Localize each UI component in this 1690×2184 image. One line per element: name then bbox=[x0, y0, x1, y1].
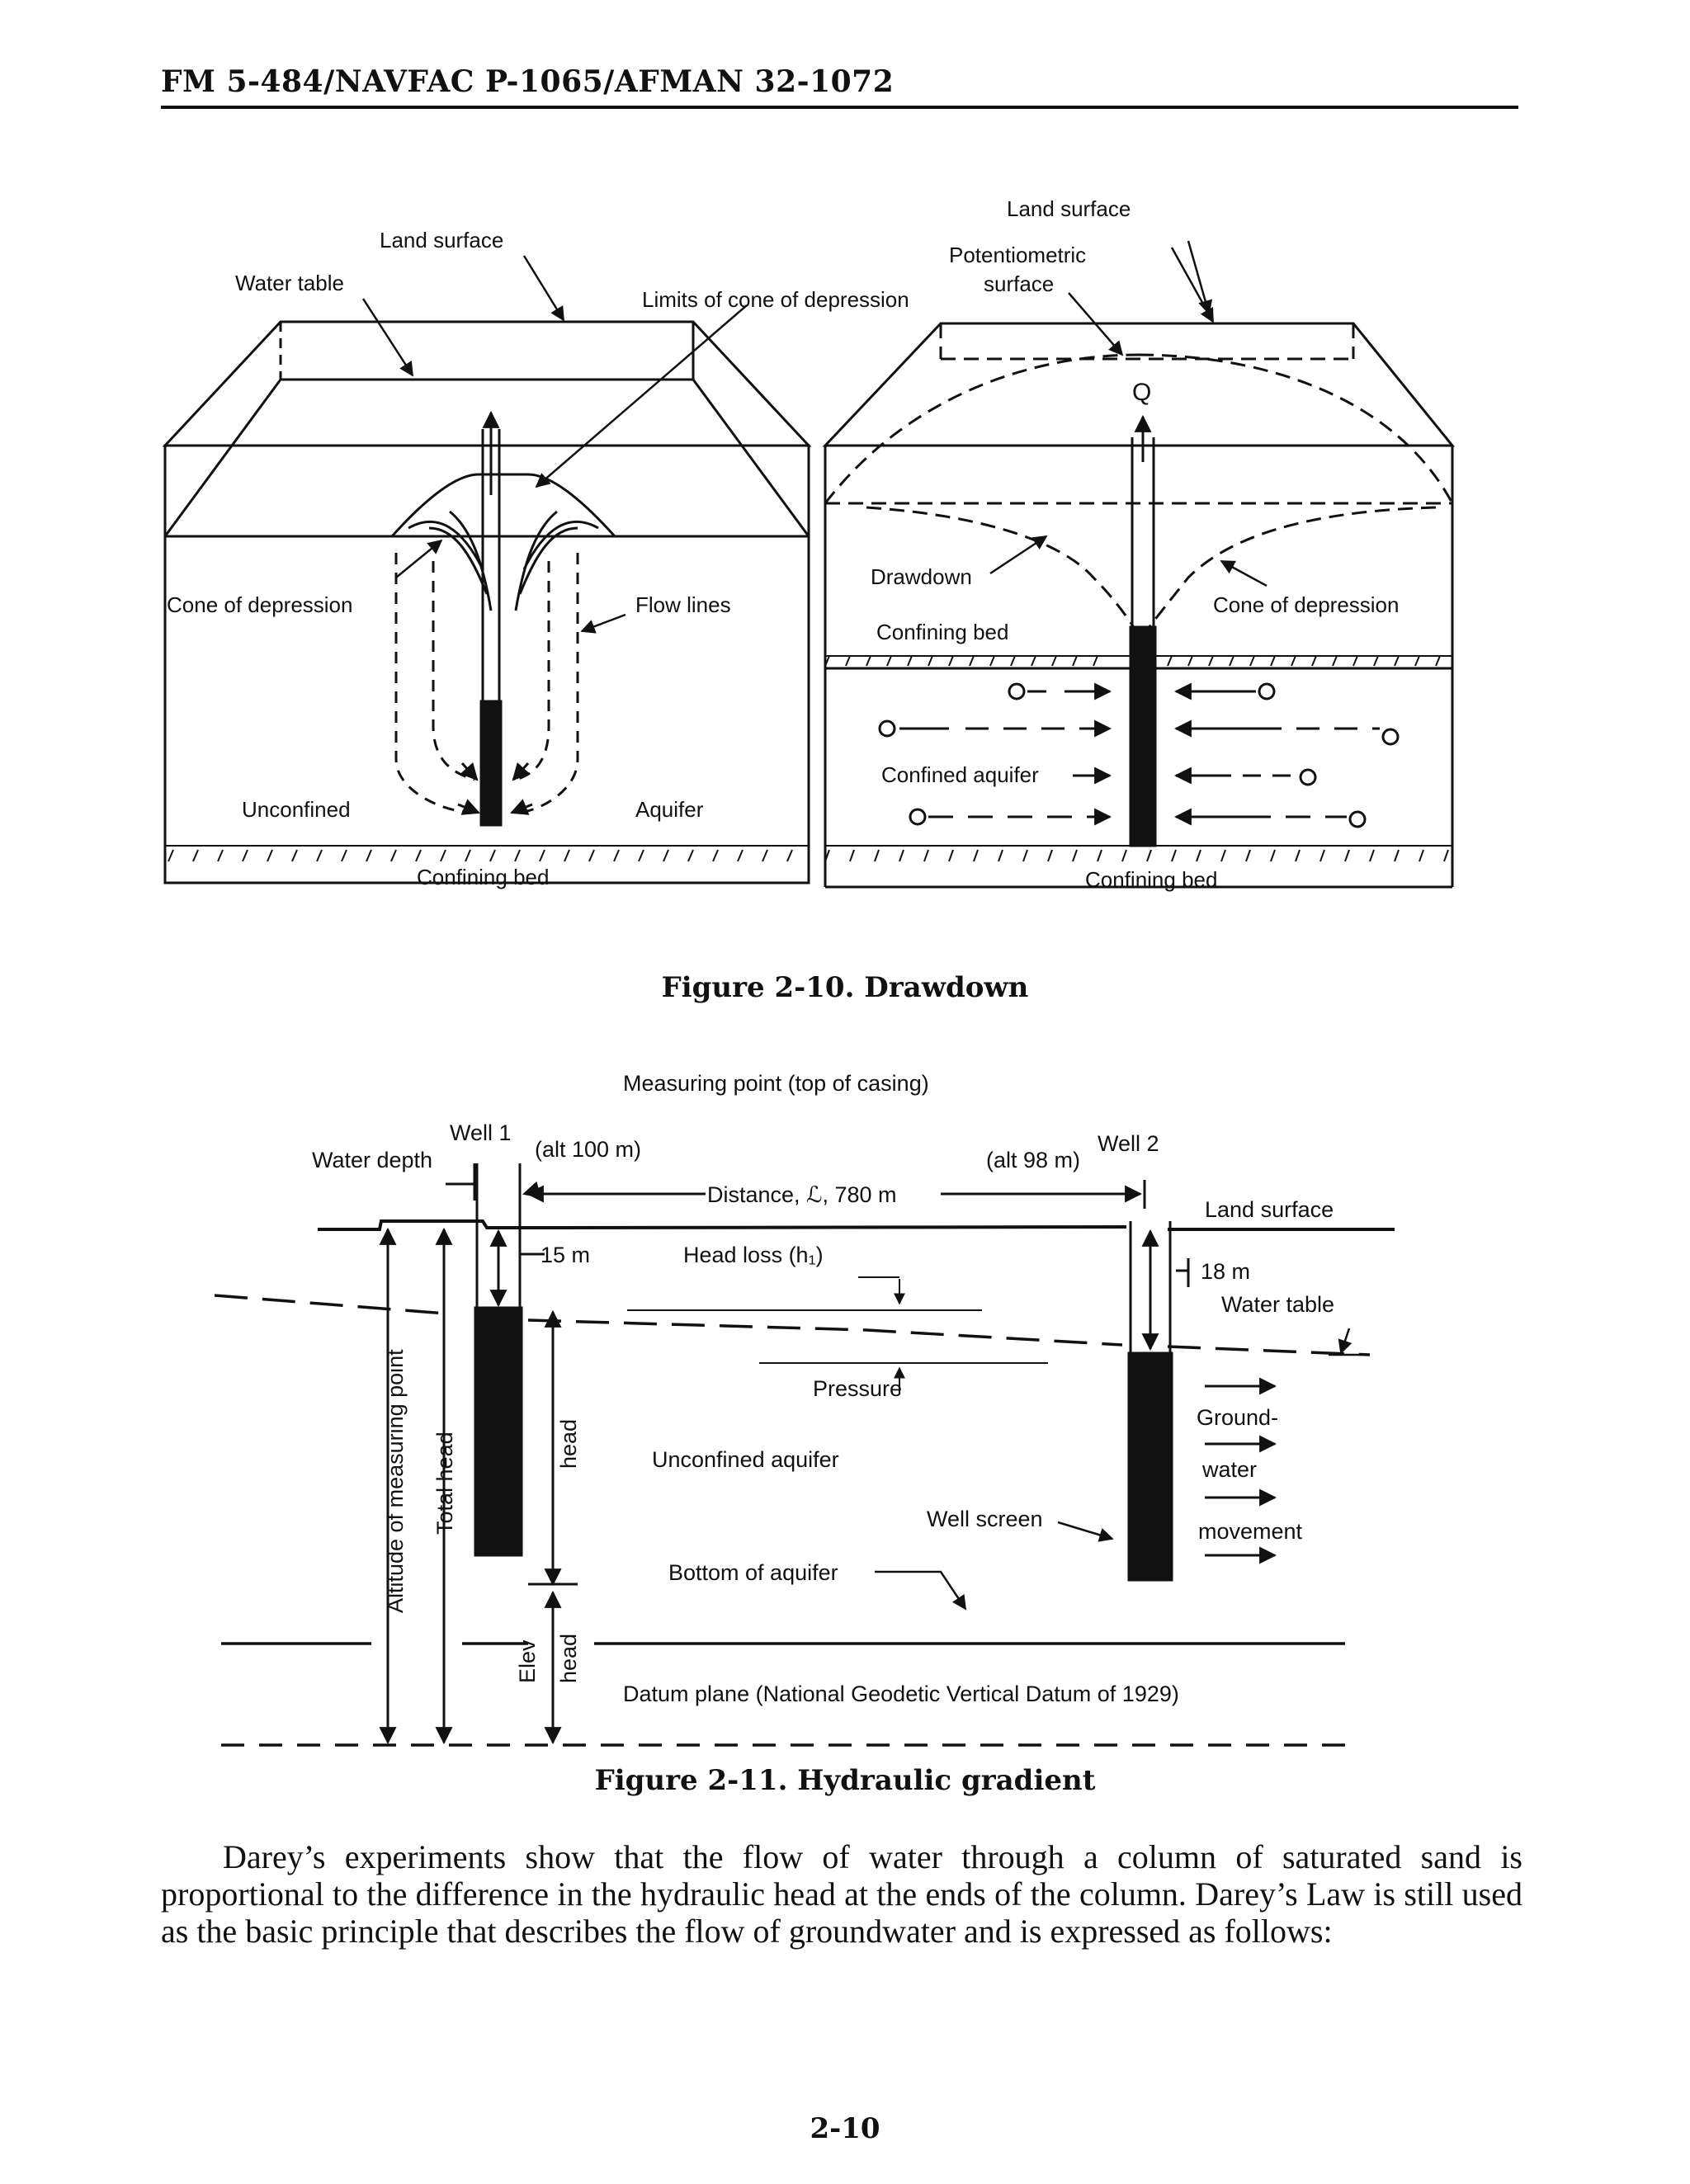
label-drawdown: Drawdown bbox=[871, 564, 972, 589]
label-q: Q bbox=[1132, 379, 1151, 406]
label-well-1: Well 1 bbox=[450, 1120, 512, 1145]
label-potentiometric-1: Potentiometric bbox=[949, 243, 1086, 267]
label-left-aquifer: Aquifer bbox=[635, 797, 704, 822]
right-confining-hatching bbox=[824, 655, 1449, 862]
dimension-arrows bbox=[379, 1163, 1190, 1745]
label-right-land-surface: Land surface bbox=[1007, 196, 1131, 221]
label-well-2: Well 2 bbox=[1098, 1131, 1159, 1156]
left-well bbox=[479, 410, 503, 827]
page-number: 2-10 bbox=[810, 2112, 880, 2145]
label-18m: 18 m bbox=[1201, 1259, 1250, 1284]
label-left-land-surface: Land surface bbox=[380, 228, 503, 252]
well-2 bbox=[1127, 1221, 1173, 1582]
label-potentiometric-2: surface bbox=[984, 271, 1054, 296]
right-flow-arrows bbox=[878, 682, 1400, 828]
document-header: FM 5-484/NAVFAC P-1065/AFMAN 32-1072 bbox=[161, 64, 895, 99]
groundwater-arrows bbox=[1205, 1377, 1277, 1564]
left-leader-lines bbox=[361, 255, 748, 634]
label-bottom-aquifer: Bottom of aquifer bbox=[668, 1560, 838, 1585]
label-right-confining-bed-bottom: Confining bed bbox=[1085, 867, 1217, 892]
label-confined-aquifer: Confined aquifer bbox=[881, 762, 1039, 787]
label-movement: movement bbox=[1198, 1519, 1303, 1544]
left-flow-arrows bbox=[457, 762, 533, 815]
label-right-cone: Cone of depression bbox=[1213, 592, 1399, 617]
right-leader-lines bbox=[989, 240, 1268, 587]
label-left-confining-bed: Confining bed bbox=[417, 865, 549, 889]
label-ground: Ground- bbox=[1197, 1405, 1278, 1430]
label-pressure: Pressure bbox=[813, 1376, 902, 1401]
figure-2-11-caption: Figure 2-11. Hydraulic gradient bbox=[594, 1764, 1096, 1797]
body-paragraph: Darey’s experiments show that the flow o… bbox=[161, 1838, 1522, 1950]
label-left-water-table: Water table bbox=[235, 271, 344, 295]
right-well bbox=[1129, 414, 1157, 847]
label-water: water bbox=[1201, 1457, 1257, 1482]
label-flow-lines: Flow lines bbox=[635, 592, 731, 617]
figure-2-11-hydraulic-gradient: Measuring point (top of casing) Well 1 W… bbox=[214, 1071, 1395, 1747]
reference-lines bbox=[627, 1276, 1048, 1394]
label-left-cone: Cone of depression bbox=[167, 592, 352, 617]
label-water-table: Water table bbox=[1221, 1292, 1334, 1317]
aquifer-bottom-datum bbox=[221, 1642, 1345, 1747]
paragraph-text: Darey’s experiments show that the flow o… bbox=[161, 1838, 1522, 1950]
label-alt-98: (alt 98 m) bbox=[986, 1148, 1080, 1172]
label-well-screen: Well screen bbox=[927, 1507, 1043, 1531]
figure-2-10-drawdown: Land surface Water table Limits of cone … bbox=[162, 196, 1456, 892]
left-confining-hatching bbox=[168, 849, 793, 862]
label-elev-head: head bbox=[556, 1634, 581, 1683]
label-head-loss: Head loss (h₁) bbox=[683, 1243, 824, 1267]
land-surface-line bbox=[318, 1219, 1395, 1231]
figure-2-11-leaders bbox=[875, 1328, 1362, 1611]
label-15m: 15 m bbox=[541, 1243, 590, 1267]
label-datum: Datum plane (National Geodetic Vertical … bbox=[623, 1682, 1179, 1706]
label-land-surface: Land surface bbox=[1205, 1197, 1334, 1222]
label-unconfined-aquifer: Unconfined aquifer bbox=[652, 1447, 839, 1472]
well-1 bbox=[474, 1163, 523, 1557]
label-altitude-measuring-point: Altitude of measuring point bbox=[383, 1349, 408, 1613]
left-block-diagram bbox=[162, 320, 812, 884]
label-measuring-point: Measuring point (top of casing) bbox=[623, 1071, 929, 1096]
header-rule bbox=[161, 106, 1518, 109]
label-elev: Elev bbox=[515, 1639, 540, 1683]
label-total-head: Total head bbox=[432, 1432, 457, 1535]
label-right-confining-bed-top: Confining bed bbox=[876, 620, 1008, 644]
figure-2-10-caption: Figure 2-10. Drawdown bbox=[661, 971, 1029, 1004]
label-limits-cone: Limits of cone of depression bbox=[642, 287, 909, 312]
label-pressure-head: head bbox=[556, 1419, 581, 1469]
label-distance: Distance, ℒ, 780 m bbox=[707, 1182, 897, 1207]
left-cone-of-depression bbox=[390, 473, 616, 611]
water-table-line bbox=[214, 1294, 1371, 1356]
label-alt-100: (alt 100 m) bbox=[535, 1137, 641, 1162]
right-potentiometric-dashed bbox=[824, 323, 1454, 636]
label-unconfined: Unconfined bbox=[242, 797, 351, 822]
label-water-depth: Water depth bbox=[312, 1148, 432, 1172]
